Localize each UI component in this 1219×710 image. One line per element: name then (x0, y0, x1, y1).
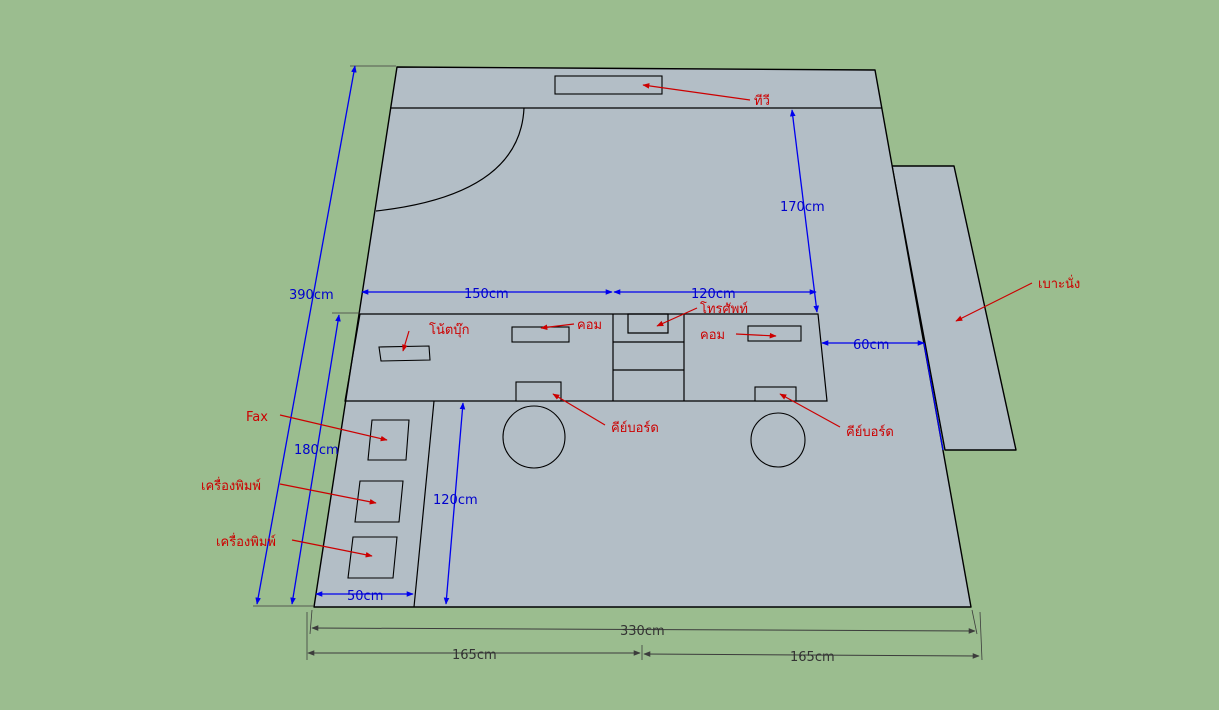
notebook-pointer (402, 330, 410, 352)
computer-1-pointer (540, 323, 575, 331)
door-swing-arc (375, 107, 525, 212)
dim-330-line (311, 625, 976, 634)
tv-object (554, 75, 663, 95)
dim-60-label: 60cm (853, 338, 889, 353)
keyboard-2-label: คีย์บอร์ด (846, 424, 894, 440)
bench-label: เบาะนั่ง (1038, 275, 1080, 292)
printer-2-object (347, 536, 398, 579)
printer-1-pointer (279, 483, 377, 505)
tv-pointer (642, 83, 751, 101)
computer-1-object (511, 326, 570, 343)
printer-2-pointer (291, 539, 373, 558)
ext-165-right (979, 611, 983, 661)
fax-object (367, 419, 410, 461)
phone-label: โทรศัพท์ (700, 301, 748, 317)
keyboard-1-label: คีย์บอร์ด (611, 420, 659, 436)
dim-165-left-label: 165cm (452, 648, 497, 663)
dim-120-aisle-line (443, 402, 466, 605)
shelf-edge (413, 400, 435, 608)
computer-2-object (747, 325, 802, 342)
notebook-label: โน้ตบุ๊ก (429, 322, 469, 338)
dim-120-aisle-label: 120cm (433, 493, 478, 508)
ext-bottom-left (309, 609, 313, 635)
dim-50-label: 50cm (347, 589, 383, 604)
tv-label: ทีวี (754, 93, 770, 109)
dim-165-right-line (643, 651, 980, 659)
ext-bottom-right (971, 609, 978, 635)
chair-1-object (502, 405, 566, 469)
dim-170-line (789, 109, 820, 313)
dim-180-label: 180cm (294, 443, 339, 458)
bench-pointer (955, 282, 1033, 322)
dim-390-label: 390cm (289, 288, 334, 303)
dim-180-line (290, 314, 341, 605)
keyboard-1-pointer (552, 393, 606, 426)
dim-120-top-label: 120cm (691, 287, 736, 302)
printer-1-object (354, 480, 404, 523)
dim-330-label: 330cm (620, 624, 665, 639)
computer-1-label: คอม (577, 318, 602, 333)
dim-165-right-label: 165cm (790, 650, 835, 665)
printer-1-label: เครื่องพิมพ์ (201, 477, 261, 494)
dim-150-label: 150cm (464, 287, 509, 302)
fax-pointer (279, 414, 388, 442)
computer-2-label: คอม (700, 328, 725, 343)
computer-2-pointer (735, 332, 777, 339)
notebook-object (378, 345, 431, 362)
phone-object (627, 313, 669, 334)
chair-2-object (750, 412, 806, 468)
bench-edge-line (923, 342, 944, 451)
room-floor (313, 66, 972, 608)
fax-label: Fax (246, 410, 268, 425)
dim-170-label: 170cm (780, 200, 825, 215)
bench-surface (891, 165, 1017, 451)
keyboard-2-pointer (779, 393, 841, 428)
keyboard-1-object (515, 381, 562, 402)
phone-pointer (656, 307, 698, 327)
printer-2-label: เครื่องพิมพ์ (216, 533, 276, 550)
